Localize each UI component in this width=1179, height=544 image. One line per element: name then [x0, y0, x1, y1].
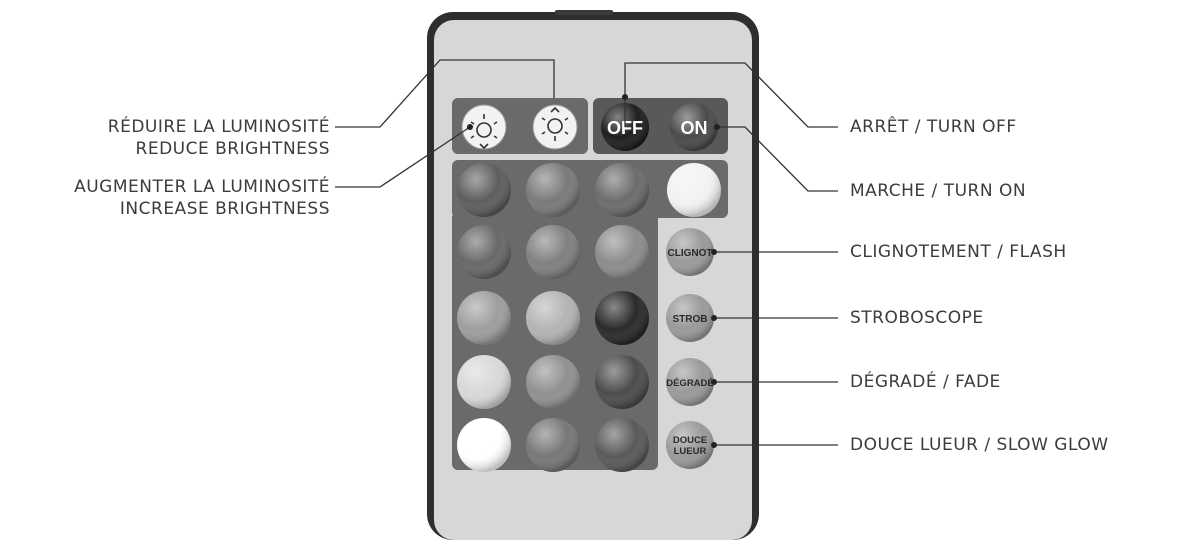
dot-strobe: [711, 315, 717, 321]
remote-top-notch: [555, 10, 613, 15]
label-increase-fr: AUGMENTER LA LUMINOSITÉ: [74, 177, 330, 197]
color-button-r3-c1[interactable]: [457, 291, 511, 345]
label-increase-brightness: AUGMENTER LA LUMINOSITÉ INCREASE BRIGHTN…: [0, 176, 330, 220]
label-reduce-en: REDUCE BRIGHTNESS: [135, 139, 330, 159]
dot-off: [622, 94, 628, 100]
on-button-label: ON: [681, 118, 708, 138]
label-strobe: STROBOSCOPE: [850, 307, 984, 329]
sun-down-icon: [470, 114, 498, 150]
on-button[interactable]: ON: [670, 103, 718, 151]
color-button-r3-c2[interactable]: [526, 291, 580, 345]
increase-brightness-button[interactable]: [532, 104, 578, 150]
color-button-r2-c1[interactable]: [457, 225, 511, 279]
leader-reduce: [335, 59, 555, 128]
label-flash-text: CLIGNOTEMENT / FLASH: [850, 242, 1067, 262]
color-button-r2-c2[interactable]: [526, 225, 580, 279]
reduce-brightness-button[interactable]: [461, 104, 507, 150]
color-button-r1-c3[interactable]: [595, 163, 649, 217]
label-flash: CLIGNOTEMENT / FLASH: [850, 241, 1067, 263]
dot-smooth: [711, 442, 717, 448]
color-button-r1-c1[interactable]: [457, 163, 511, 217]
label-reduce-brightness: RÉDUIRE LA LUMINOSITÉ REDUCE BRIGHTNESS: [0, 116, 330, 160]
sun-up-icon: [541, 106, 569, 141]
color-button-r5-c1[interactable]: [457, 418, 511, 472]
color-grid: [457, 163, 721, 472]
dot-increase: [467, 124, 473, 130]
leader-increase: [335, 126, 471, 188]
strobe-button[interactable]: STROB: [666, 294, 714, 342]
strobe-button-label: STROB: [673, 314, 708, 325]
color-button-r2-c3[interactable]: [595, 225, 649, 279]
color-button-r4-c2[interactable]: [526, 355, 580, 409]
smooth-button-label-line1: DOUCE: [673, 435, 707, 446]
color-button-r5-c2[interactable]: [526, 418, 580, 472]
label-strobe-text: STROBOSCOPE: [850, 308, 984, 328]
color-panel: [452, 160, 728, 218]
dot-fade: [711, 379, 717, 385]
label-fade-text: DÉGRADÉ / FADE: [850, 372, 1001, 392]
fade-button-label: DÉGRADÉ: [666, 378, 714, 389]
color-button-r4-c3[interactable]: [595, 355, 649, 409]
label-fade: DÉGRADÉ / FADE: [850, 371, 1001, 393]
label-smooth-text: DOUCE LUEUR / SLOW GLOW: [850, 435, 1109, 455]
color-button-r3-c3[interactable]: [595, 291, 649, 345]
label-reduce-fr: RÉDUIRE LA LUMINOSITÉ: [107, 117, 330, 137]
label-on-text: MARCHE / TURN ON: [850, 181, 1027, 201]
color-button-r1-c2[interactable]: [526, 163, 580, 217]
color-button-r5-c3[interactable]: [595, 418, 649, 472]
label-smooth: DOUCE LUEUR / SLOW GLOW: [850, 434, 1109, 456]
color-button-r4-c1[interactable]: [457, 355, 511, 409]
dot-on: [714, 124, 720, 130]
smooth-button[interactable]: DOUCE LUEUR: [666, 421, 714, 469]
color-button-r1-c4[interactable]: [667, 163, 721, 217]
flash-button-label: CLIGNOT: [668, 248, 713, 259]
dot-flash: [711, 249, 717, 255]
leader-off: [624, 62, 838, 128]
label-off: ARRÊT / TURN OFF: [850, 116, 1017, 138]
fade-button[interactable]: DÉGRADÉ: [666, 358, 714, 406]
smooth-button-label-line2: LUEUR: [674, 446, 707, 457]
off-button-label: OFF: [607, 118, 643, 138]
flash-button[interactable]: CLIGNOT: [666, 228, 714, 276]
label-off-text: ARRÊT / TURN OFF: [850, 117, 1017, 137]
label-increase-en: INCREASE BRIGHTNESS: [119, 199, 330, 219]
label-on: MARCHE / TURN ON: [850, 180, 1026, 202]
leader-on: [717, 126, 838, 192]
